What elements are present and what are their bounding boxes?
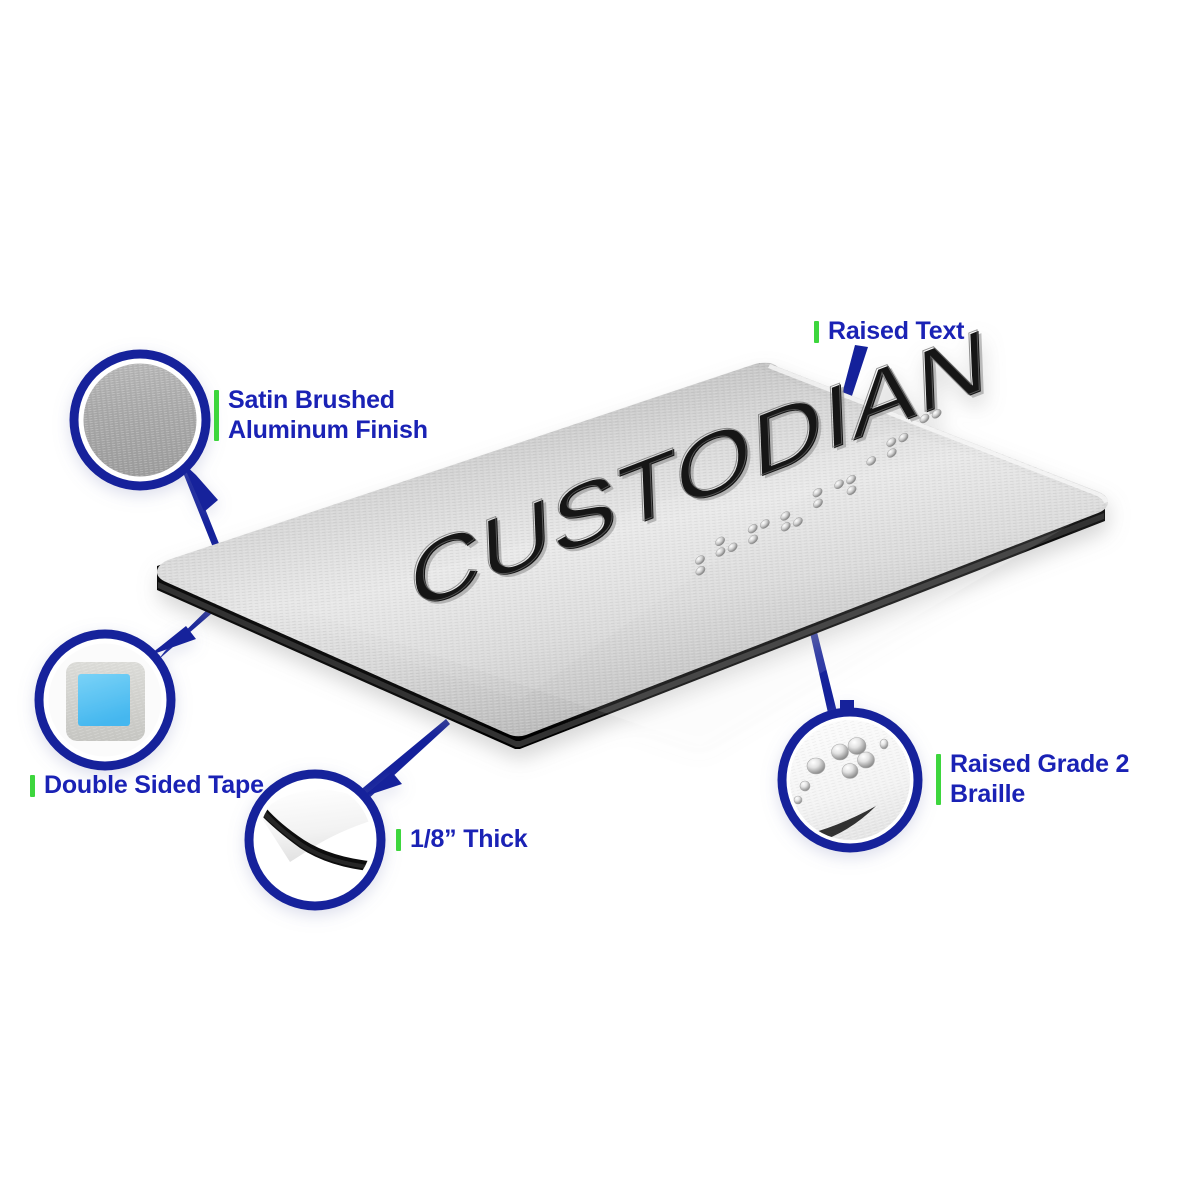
callout-label-satin: Satin Brushed Aluminum Finish — [228, 386, 428, 444]
callout-label-raisedtext: Raised Text — [828, 317, 965, 345]
accent-bar-icon — [396, 829, 401, 851]
callout-raised-text[interactable]: Raised Text — [814, 317, 964, 347]
accent-bar-icon — [936, 754, 941, 805]
magnifier-satin-brushed-aluminum[interactable] — [69, 349, 218, 512]
accent-bar-icon — [30, 775, 35, 797]
callout-double-sided-tape[interactable]: Double Sided Tape — [30, 771, 264, 801]
callout-label-tape: Double Sided Tape — [44, 771, 264, 799]
leader-line-thick — [358, 719, 450, 801]
callout-label-braille: Raised Grade 2 Braille — [950, 750, 1130, 808]
magnifier-double-sided-tape[interactable] — [34, 626, 196, 771]
accent-bar-icon — [214, 390, 219, 441]
plate-face — [157, 362, 1108, 745]
callout-raised-grade-2-braille[interactable]: Raised Grade 2 Braille — [936, 750, 1129, 809]
sign-plate: CUSTODIAN CUSTODIAN CUSTODIAN — [157, 308, 1108, 749]
magnifier-thickness[interactable] — [244, 769, 402, 911]
accent-bar-icon — [814, 321, 819, 343]
callout-thickness[interactable]: 1/8” Thick — [396, 825, 528, 855]
callout-label-thick: 1/8” Thick — [410, 825, 528, 853]
sign-braille — [695, 409, 942, 576]
plate-edge-highlight — [158, 513, 1104, 747]
magnifier-braille[interactable] — [777, 700, 923, 853]
braille-dots-swatch — [787, 717, 913, 843]
callout-satin-brushed-aluminum-finish[interactable]: Satin Brushed Aluminum Finish — [214, 386, 428, 445]
